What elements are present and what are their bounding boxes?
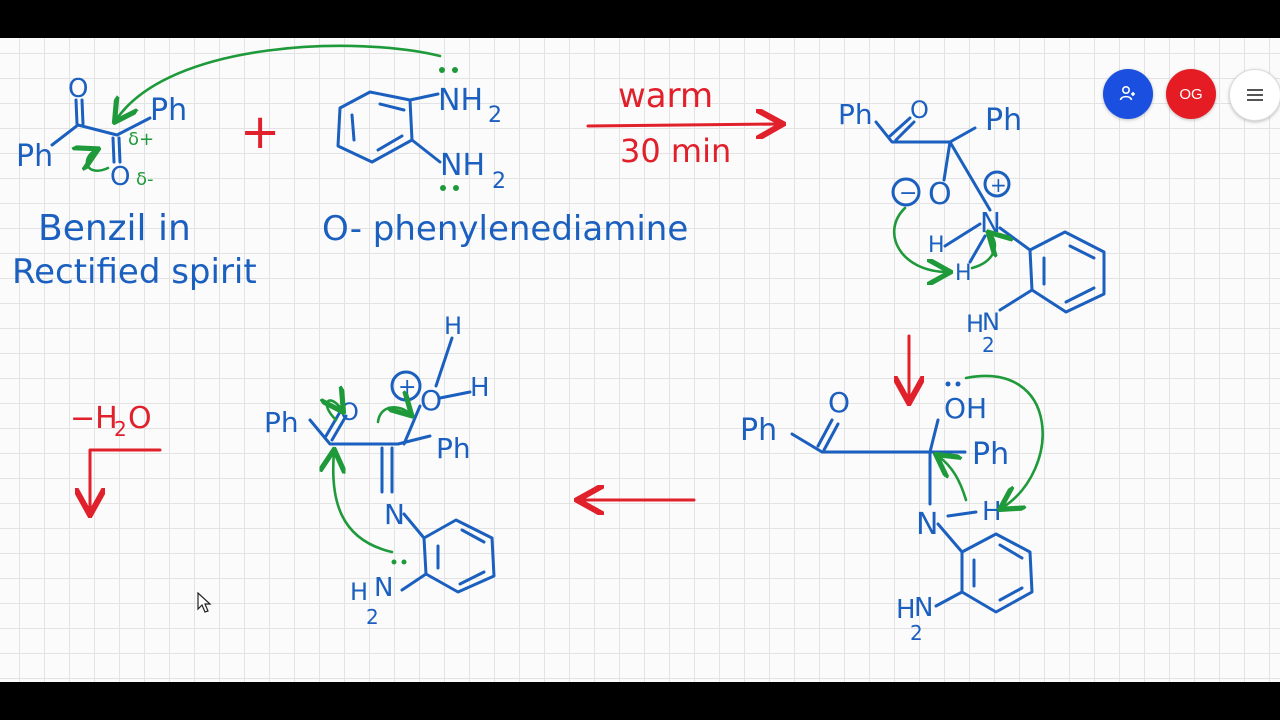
svg-text:Ph: Ph — [740, 413, 777, 448]
svg-text:H: H — [444, 312, 462, 340]
nh2-bottom: NH — [440, 148, 485, 183]
condition-bottom: 30 min — [620, 132, 731, 170]
svg-text:2: 2 — [982, 333, 995, 357]
svg-text:O: O — [928, 177, 952, 212]
letterbox-top — [0, 0, 1280, 38]
svg-text:2: 2 — [488, 103, 502, 128]
svg-text:2: 2 — [910, 621, 923, 645]
svg-text:O: O — [910, 96, 929, 124]
svg-text:O: O — [828, 386, 850, 419]
svg-text:2: 2 — [366, 605, 379, 629]
svg-text:H: H — [896, 595, 916, 625]
svg-text:Ph: Ph — [972, 437, 1009, 472]
delta-minus-label: δ- — [136, 169, 154, 190]
elimination-arrow — [90, 448, 162, 512]
benzil-ph-right: Ph — [150, 93, 187, 128]
intermediate-2: Ph O OH Ph N H H N 2 — [740, 374, 1044, 645]
benzil-co-top — [74, 98, 85, 126]
hamburger-menu-icon — [1247, 86, 1263, 104]
benzil-o-top: O — [68, 74, 88, 104]
menu-button[interactable] — [1229, 69, 1280, 121]
add-user-button[interactable] — [1103, 69, 1153, 119]
svg-text:Ph: Ph — [436, 432, 471, 465]
benzil-co-bottom — [111, 136, 122, 164]
elimination-step: −H 2 O — [70, 401, 162, 512]
svg-text:H: H — [982, 497, 1002, 527]
svg-text:H: H — [928, 233, 945, 258]
intermediate-3: Ph O + O H H Ph N H N 2 — [264, 312, 496, 629]
nh2-top: NH — [438, 83, 483, 118]
delta-plus-label: δ+ — [128, 129, 154, 150]
svg-text:O: O — [128, 401, 152, 436]
svg-text:N: N — [914, 593, 933, 623]
intermediate-1: Ph O Ph − O + N H H H N 2 — [838, 96, 1106, 357]
whiteboard-canvas[interactable] — [0, 38, 1280, 682]
reaction-arrow-1 — [586, 124, 780, 126]
person-add-icon — [1119, 85, 1135, 101]
benzil-o-bottom: O — [110, 162, 130, 192]
svg-text:O: O — [420, 384, 442, 417]
svg-text:H: H — [470, 373, 490, 403]
curved-arrow-benzil — [87, 150, 110, 172]
svg-text:OH: OH — [944, 392, 987, 425]
svg-text:Ph: Ph — [838, 98, 873, 131]
svg-text:2: 2 — [114, 417, 127, 441]
svg-text:N: N — [982, 308, 1000, 336]
benzil-label-line2: Rectified spirit — [12, 252, 257, 292]
svg-text:2: 2 — [492, 169, 506, 194]
svg-text:N: N — [374, 573, 393, 603]
svg-text:Ph: Ph — [985, 103, 1022, 138]
benzil-structure: Ph Ph O O δ+ δ- — [16, 74, 187, 192]
mouse-pointer-icon — [197, 592, 212, 613]
svg-text:+: + — [990, 173, 1007, 197]
svg-text:H: H — [350, 578, 368, 606]
diamine-structure: NH 2 NH 2 — [336, 67, 506, 194]
svg-text:+: + — [398, 375, 416, 400]
svg-text:H: H — [966, 310, 984, 338]
condition-top: warm — [618, 76, 713, 116]
letterbox-bottom — [0, 682, 1280, 720]
avatar-initials: OG — [1179, 85, 1203, 103]
svg-text:H: H — [955, 261, 972, 286]
plus-sign: + — [240, 104, 280, 160]
benzil-ph-left: Ph — [16, 139, 53, 174]
curved-arrow-nucleophilic-attack — [116, 44, 442, 120]
svg-text:N: N — [384, 498, 405, 531]
user-avatar-button[interactable]: OG — [1166, 69, 1216, 119]
svg-text:Ph: Ph — [264, 406, 299, 439]
benzil-label-line1: Benzil in — [38, 208, 191, 249]
svg-text:−: − — [899, 181, 917, 206]
diamine-label: O- phenylenediamine — [322, 209, 688, 249]
svg-text:N: N — [916, 507, 938, 542]
elimination-label: −H — [70, 401, 118, 436]
